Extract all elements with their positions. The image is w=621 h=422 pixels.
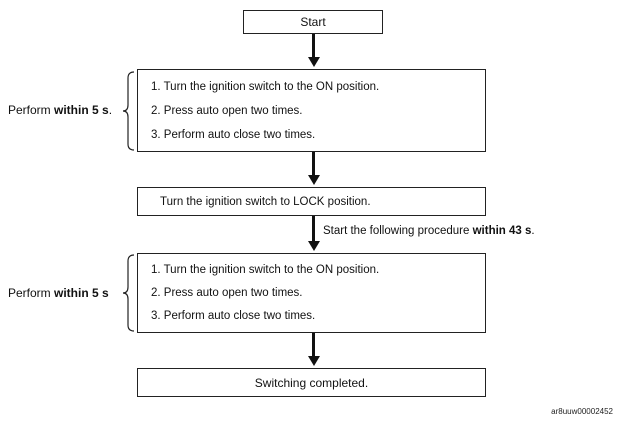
flow-arrowhead: [307, 356, 320, 366]
step-2: 2. Press auto open two times.: [151, 105, 303, 117]
start-label: Start: [300, 15, 326, 29]
note-prefix: Start the following procedure: [323, 225, 473, 237]
brace-1: [122, 71, 135, 151]
flow-arrow-line: [312, 34, 315, 58]
flow-arrowhead: [307, 175, 320, 185]
timing-suffix: .: [108, 103, 113, 117]
start-box: Start: [243, 10, 383, 34]
flow-arrow-line: [312, 152, 315, 176]
procedure-box-1: 1. Turn the ignition switch to the ON po…: [137, 69, 486, 152]
timing-label-1: Perform within 5 s.: [8, 103, 112, 117]
timing-label-2: Perform within 5 s: [8, 286, 109, 300]
flow-arrowhead: [307, 241, 320, 251]
step-1: 1. Turn the ignition switch to the ON po…: [151, 81, 380, 93]
lock-step-box: Turn the ignition switch to LOCK positio…: [137, 187, 486, 216]
note-value: within 43 s: [472, 225, 532, 237]
timing-value: within 5 s: [54, 286, 109, 300]
step-2: 2. Press auto open two times.: [151, 287, 303, 299]
end-box: Switching completed.: [137, 368, 486, 397]
step-3: 3. Perform auto close two times.: [151, 310, 316, 322]
end-label: Switching completed.: [254, 375, 369, 390]
timing-prefix: Perform: [8, 103, 55, 117]
step-3: 3. Perform auto close two times.: [151, 129, 316, 141]
figure-id: ar8uuw00002452: [551, 407, 613, 416]
brace-2: [122, 254, 135, 332]
lock-step-label: Turn the ignition switch to LOCK positio…: [160, 195, 371, 208]
step-1: 1. Turn the ignition switch to the ON po…: [151, 264, 380, 276]
flow-arrowhead: [307, 57, 320, 67]
procedure-box-2: 1. Turn the ignition switch to the ON po…: [137, 253, 486, 333]
flow-arrow-line: [312, 216, 315, 242]
timing-prefix: Perform: [8, 286, 55, 300]
note-suffix: .: [531, 225, 535, 237]
timing-value: within 5 s: [54, 103, 109, 117]
timing-note: Start the following procedure within 43 …: [323, 225, 535, 237]
flow-arrow-line: [312, 333, 315, 357]
